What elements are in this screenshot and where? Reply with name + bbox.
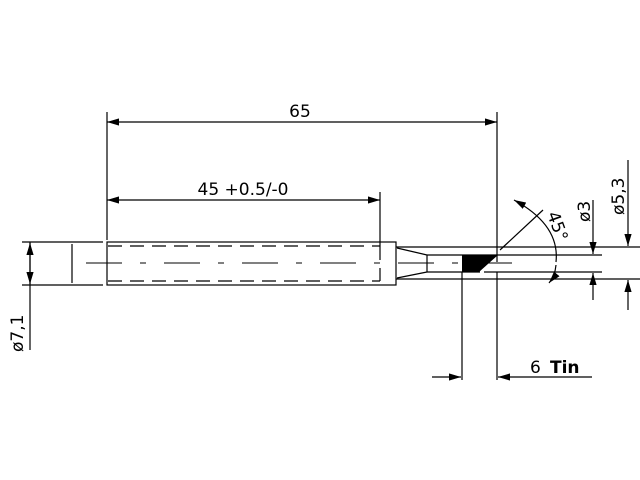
label-tip-diameter: ø3 bbox=[575, 201, 595, 222]
tinned-area bbox=[462, 255, 498, 272]
label-shank-diameter: ø7,1 bbox=[8, 315, 28, 352]
label-outer-tip-diameter: ø5,3 bbox=[609, 178, 629, 215]
label-tin-length: 6 bbox=[530, 358, 541, 378]
label-tin: Tin bbox=[550, 358, 580, 378]
dimension-tin-6 bbox=[432, 272, 592, 381]
dimension-65 bbox=[106, 112, 498, 262]
shank bbox=[22, 241, 525, 286]
label-shank-length: 45 +0.5/-0 bbox=[198, 180, 289, 200]
label-overall-length: 65 bbox=[289, 102, 311, 122]
label-angle: 45° bbox=[542, 209, 571, 244]
tip bbox=[396, 246, 640, 280]
dimension-angle-45 bbox=[499, 199, 560, 284]
dimension-45 bbox=[107, 192, 381, 246]
